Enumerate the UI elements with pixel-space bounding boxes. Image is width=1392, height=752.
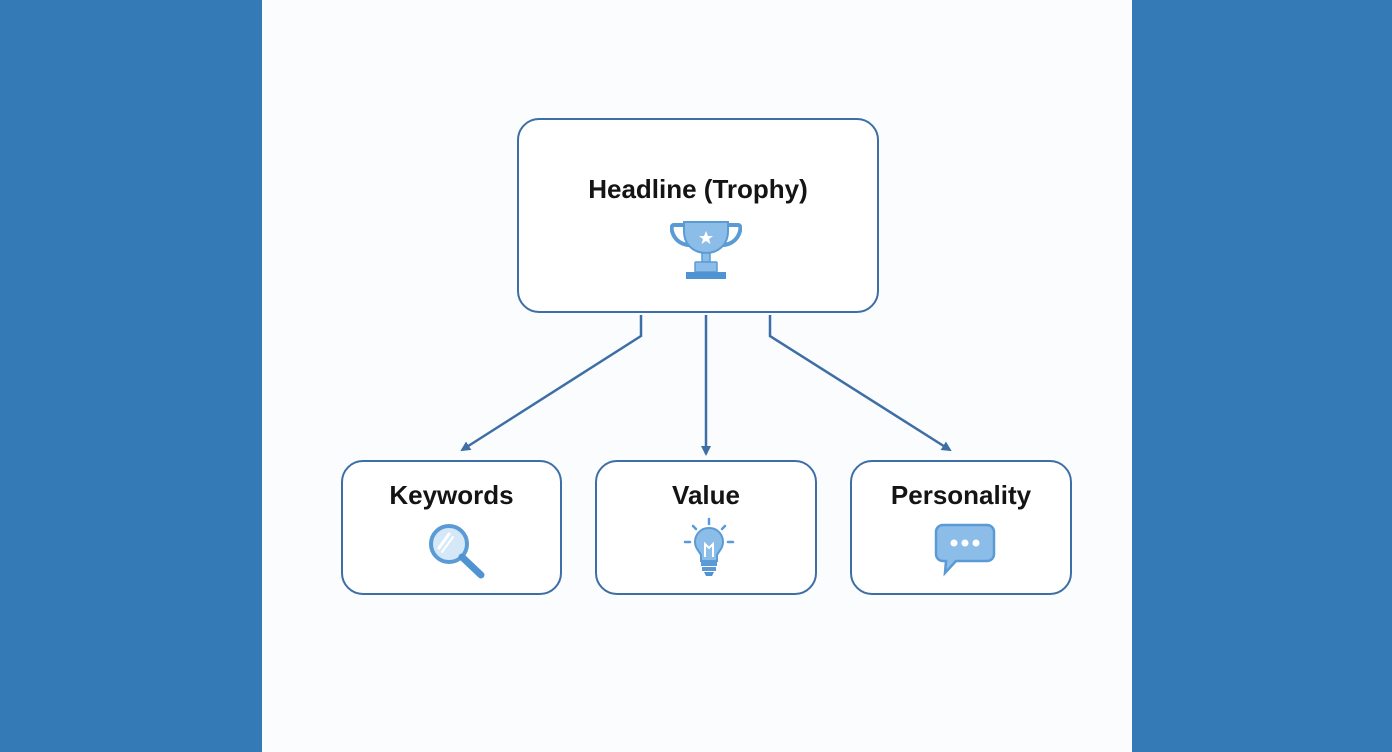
headline-label: Headline (Trophy): [588, 174, 808, 204]
diagram-panel: [262, 0, 1132, 752]
value-node: Value: [595, 460, 817, 595]
personality-label: Personality: [890, 480, 1032, 510]
headline-node: Headline (Trophy): [517, 118, 879, 313]
trophy-icon: [670, 219, 742, 281]
keywords-node: Keywords: [341, 460, 562, 595]
magnifying-glass-icon: [427, 522, 487, 580]
personality-node: Personality: [850, 460, 1072, 595]
lightbulb-icon: [682, 517, 736, 579]
value-label: Value: [672, 480, 740, 510]
speech-bubble-icon: [934, 522, 996, 578]
keywords-label: Keywords: [389, 480, 514, 510]
